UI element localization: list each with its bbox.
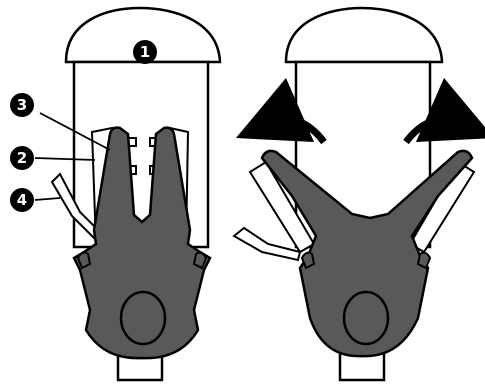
callout-1: 1 xyxy=(133,40,157,64)
callout-leader-4 xyxy=(34,197,61,201)
callout-3: 3 xyxy=(10,93,34,117)
rotate-left-arrow xyxy=(235,77,327,145)
right-hand xyxy=(192,251,208,270)
rotate-right-arrow xyxy=(403,77,485,145)
headrest xyxy=(64,6,222,64)
svg-text:2: 2 xyxy=(17,149,27,167)
callout-leader-2 xyxy=(34,157,96,161)
head xyxy=(342,290,390,346)
right-hand xyxy=(416,251,432,270)
callout-2: 2 xyxy=(10,146,34,170)
left-hand xyxy=(76,251,92,270)
left-panel: 1 3 2 4 xyxy=(10,6,222,382)
left-hand xyxy=(300,251,316,270)
headrest xyxy=(284,6,444,64)
person-body xyxy=(260,149,474,358)
person-body xyxy=(72,126,212,360)
svg-text:1: 1 xyxy=(140,43,150,61)
callout-leader-3 xyxy=(39,112,111,151)
right-panel xyxy=(232,6,485,382)
svg-text:4: 4 xyxy=(17,191,27,209)
callout-4: 4 xyxy=(10,188,34,212)
svg-text:3: 3 xyxy=(17,96,27,114)
head xyxy=(119,290,167,346)
adjustment-lever xyxy=(232,226,302,262)
